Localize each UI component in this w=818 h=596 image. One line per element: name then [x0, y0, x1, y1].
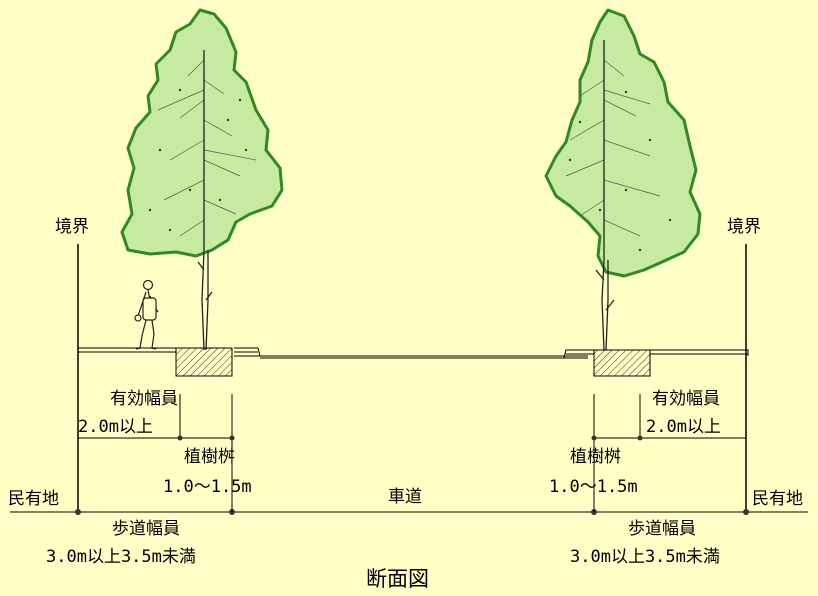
right-effective-width-value: 2.0m以上	[646, 417, 721, 437]
left-sidewalk-width-value: 3.0m以上3.5m未満	[46, 547, 196, 567]
right-tree-trunk	[595, 40, 615, 351]
right-tree-canopy	[544, 8, 702, 278]
left-private-land-label: 民有地	[8, 489, 59, 509]
right-boundary-label: 境界	[727, 217, 761, 237]
right-sidewalk-width-value: 3.0m以上3.5m未満	[570, 547, 720, 567]
right-effective-width-label: 有効幅員	[652, 389, 720, 409]
diagram-title: 断面図	[366, 567, 429, 591]
right-planter-value: 1.0～1.5m	[549, 477, 638, 497]
left-boundary-label: 境界	[55, 217, 89, 237]
right-private-land-label: 民有地	[752, 489, 803, 509]
road-section	[77, 347, 749, 377]
left-planter-box	[175, 347, 233, 377]
left-planter-value: 1.0～1.5m	[163, 477, 252, 497]
right-planter-box	[593, 349, 651, 377]
left-effective-width-value: 2.0m以上	[78, 417, 153, 437]
right-planter-label: 植樹桝	[570, 447, 621, 467]
roadway-label: 車道	[388, 487, 422, 507]
roadway-surface	[234, 355, 588, 359]
left-tree-canopy	[120, 8, 284, 258]
left-tree-branches	[148, 59, 257, 237]
right-sidewalk-surface	[650, 349, 749, 356]
dimension-lines	[10, 394, 808, 515]
right-sidewalk-width-label: 歩道幅員	[628, 519, 696, 539]
left-planter-label: 植樹桝	[184, 447, 235, 467]
left-sidewalk-surface	[77, 347, 177, 356]
left-tree-trunk	[197, 50, 213, 351]
left-tree	[120, 8, 284, 351]
left-effective-width-label: 有効幅員	[110, 389, 178, 409]
left-curb	[234, 347, 261, 357]
right-tree	[544, 8, 702, 351]
pedestrian-figure	[134, 279, 159, 350]
left-sidewalk-width-label: 歩道幅員	[112, 519, 180, 539]
right-curb	[563, 349, 594, 359]
right-tree-branches	[565, 59, 672, 252]
